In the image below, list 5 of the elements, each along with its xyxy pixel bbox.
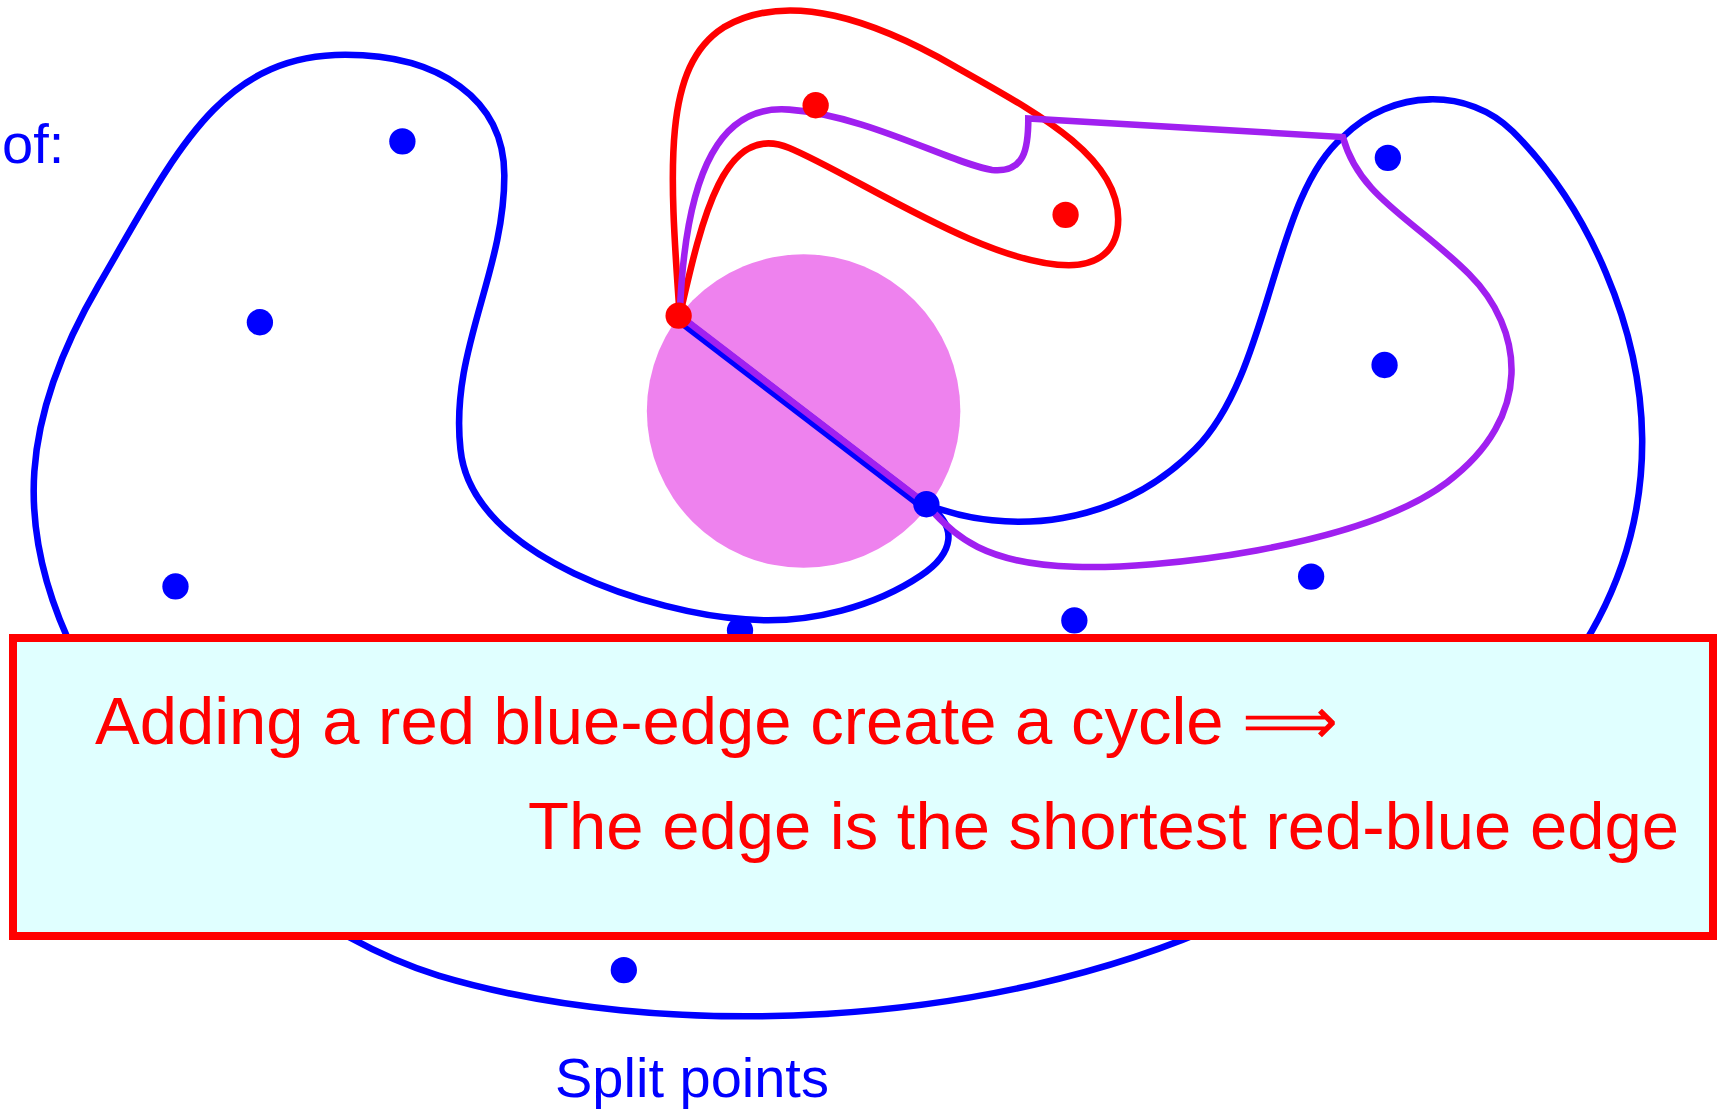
callout-text: Adding a red blue-edge create a cycle ⟹: [95, 682, 1339, 760]
heading-text: of:: [2, 112, 65, 177]
caption-text: Split points: [555, 1046, 829, 1111]
callout-box: [9, 634, 1717, 940]
callout-text: The edge is the shortest red-blue edge: [528, 787, 1679, 865]
